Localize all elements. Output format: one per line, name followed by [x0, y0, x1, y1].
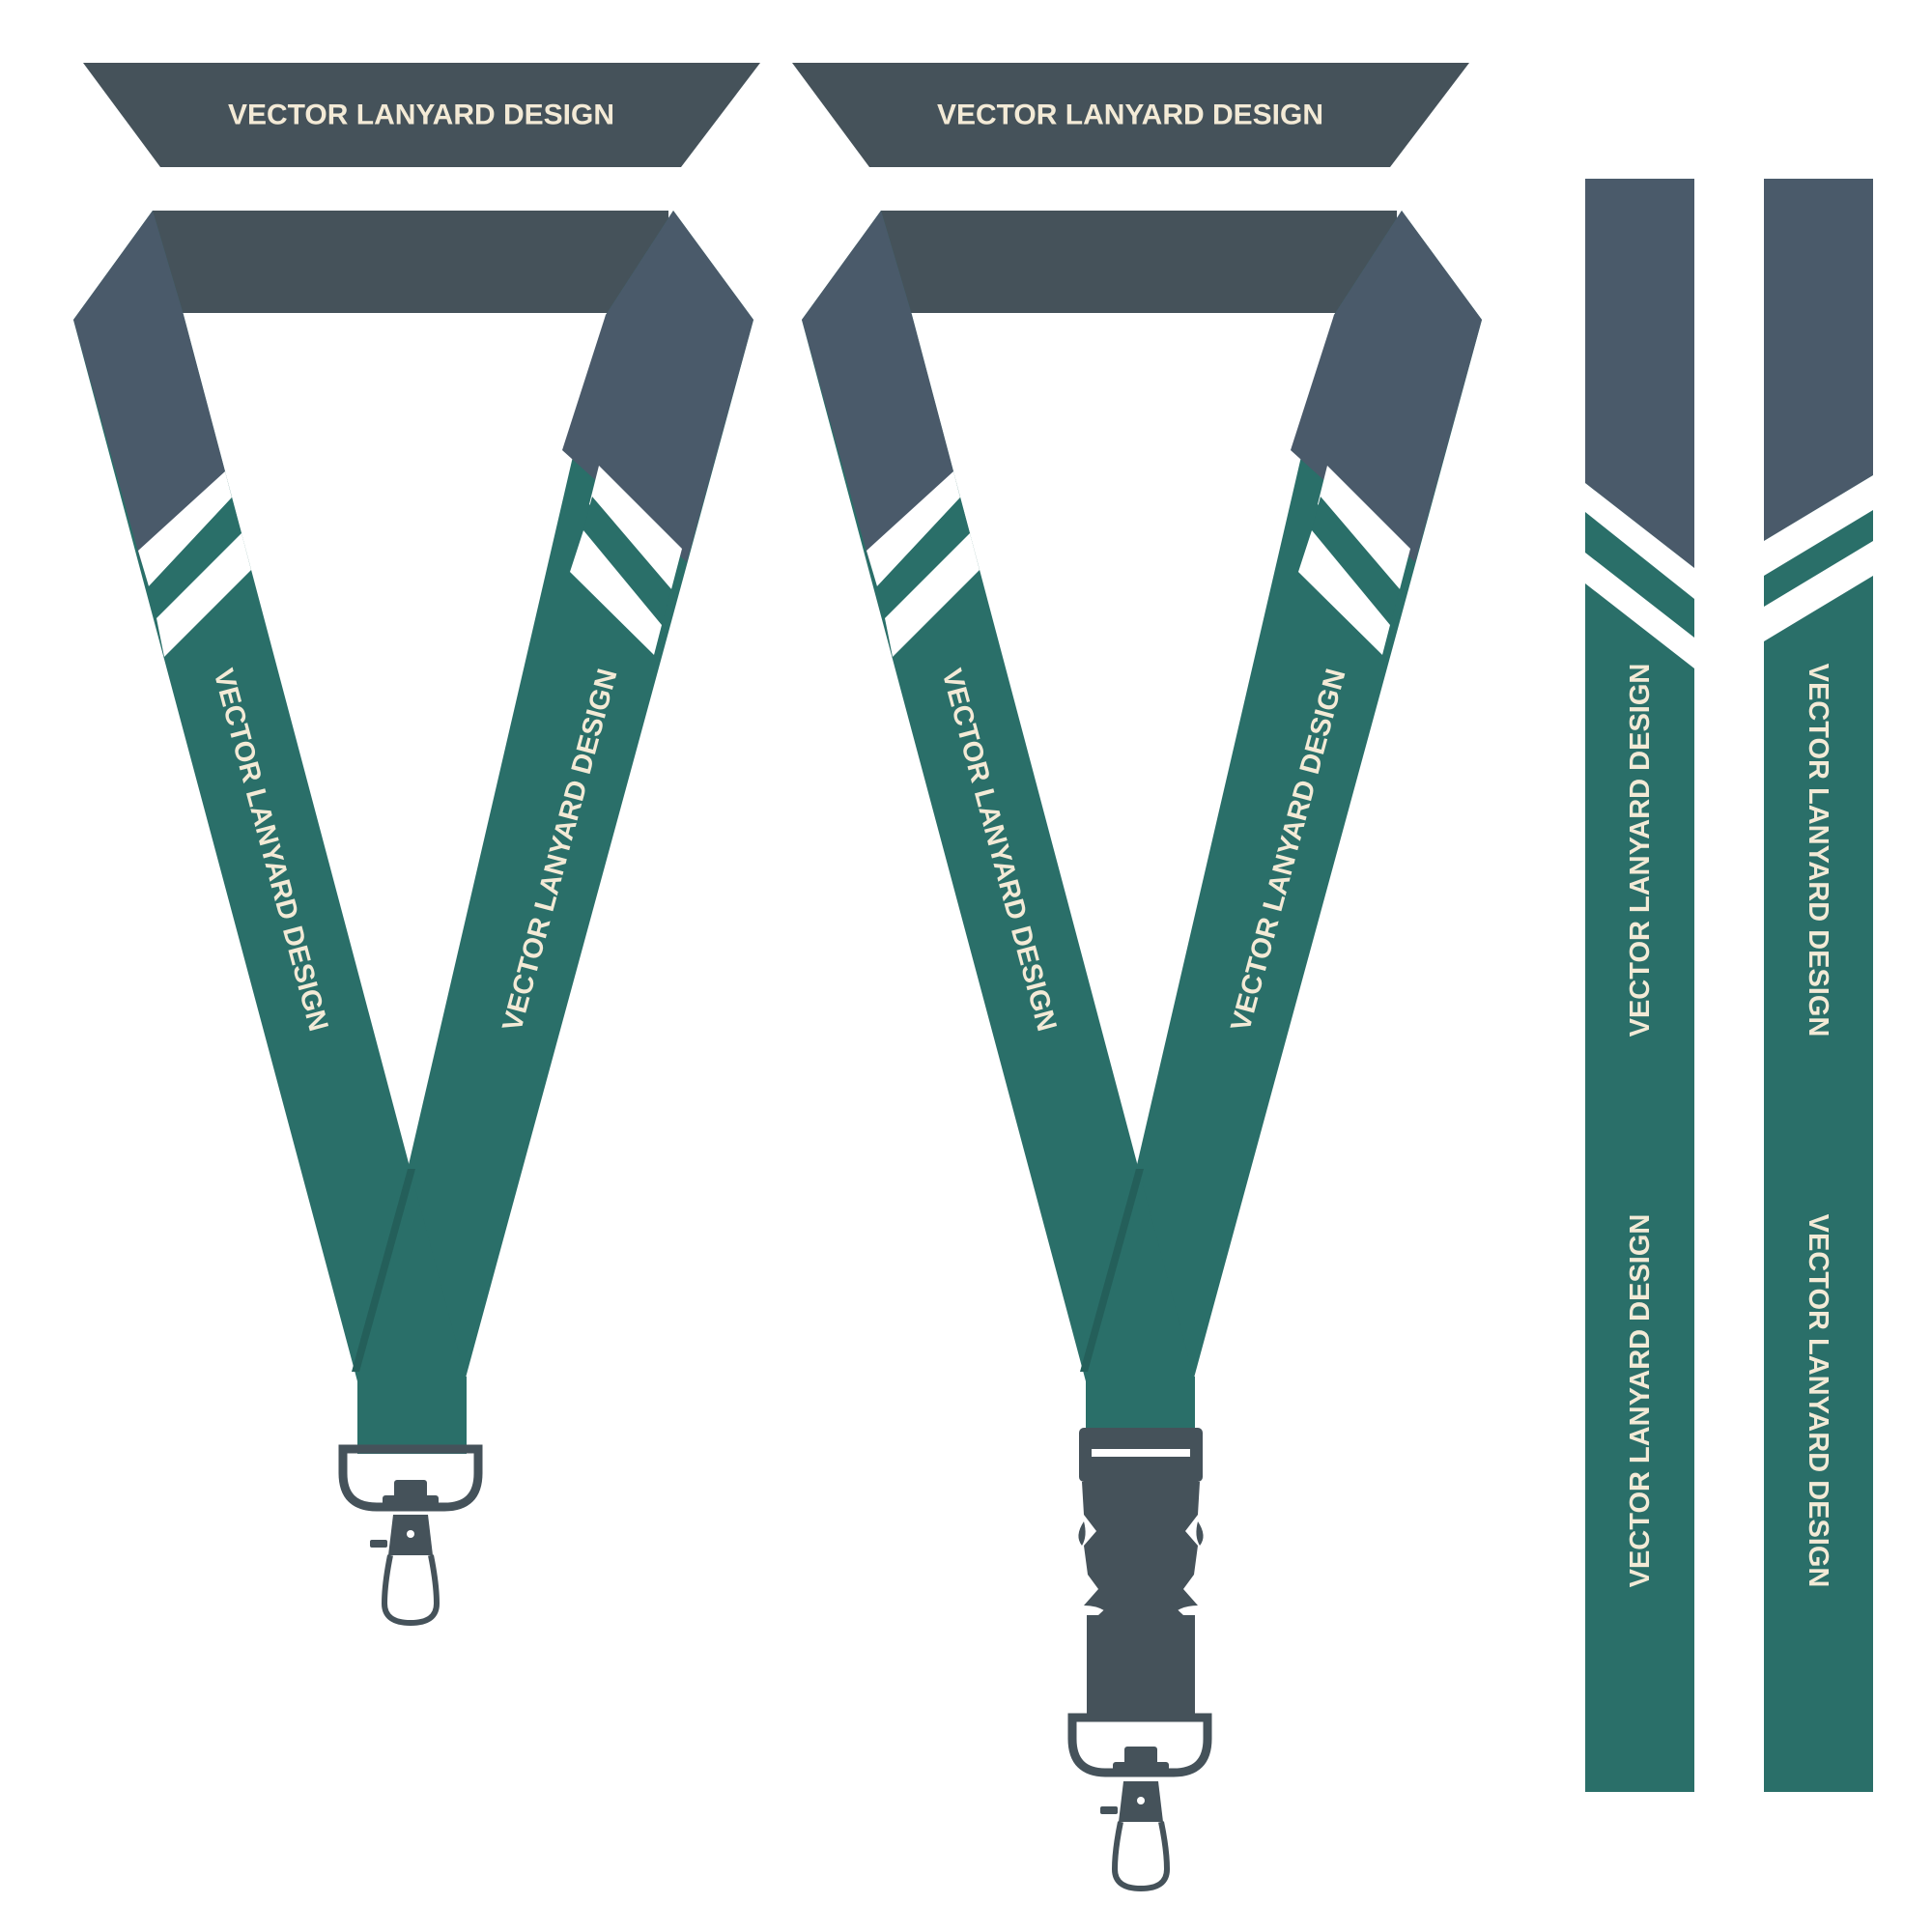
strip-2-label-bottom: VECTOR LANYARD DESIGN	[1803, 1214, 1833, 1588]
strip-2-label-top: VECTOR LANYARD DESIGN	[1803, 664, 1833, 1037]
strip-1-label-top: VECTOR LANYARD DESIGN	[1625, 664, 1656, 1037]
banner-2: VECTOR LANYARD DESIGN	[792, 63, 1469, 167]
banner-2-label: VECTOR LANYARD DESIGN	[937, 99, 1323, 131]
breakaway-buckle-icon	[1078, 1428, 1204, 1717]
strip-2: VECTOR LANYARD DESIGN VECTOR LANYARD DES…	[1764, 179, 1873, 1792]
swivel-hook-icon	[1067, 1713, 1212, 1892]
swivel-hook-icon	[338, 1444, 483, 1627]
lanyard-1: VECTOR LANYARD DESIGN VECTOR LANYARD DES…	[73, 211, 753, 1627]
banner-1-label: VECTOR LANYARD DESIGN	[228, 99, 614, 131]
strip-1-label-bottom: VECTOR LANYARD DESIGN	[1625, 1214, 1656, 1588]
strip-1: VECTOR LANYARD DESIGN VECTOR LANYARD DES…	[1585, 179, 1694, 1792]
lanyard-2: VECTOR LANYARD DESIGN VECTOR LANYARD DES…	[802, 211, 1482, 1892]
banner-1: VECTOR LANYARD DESIGN	[83, 63, 760, 167]
